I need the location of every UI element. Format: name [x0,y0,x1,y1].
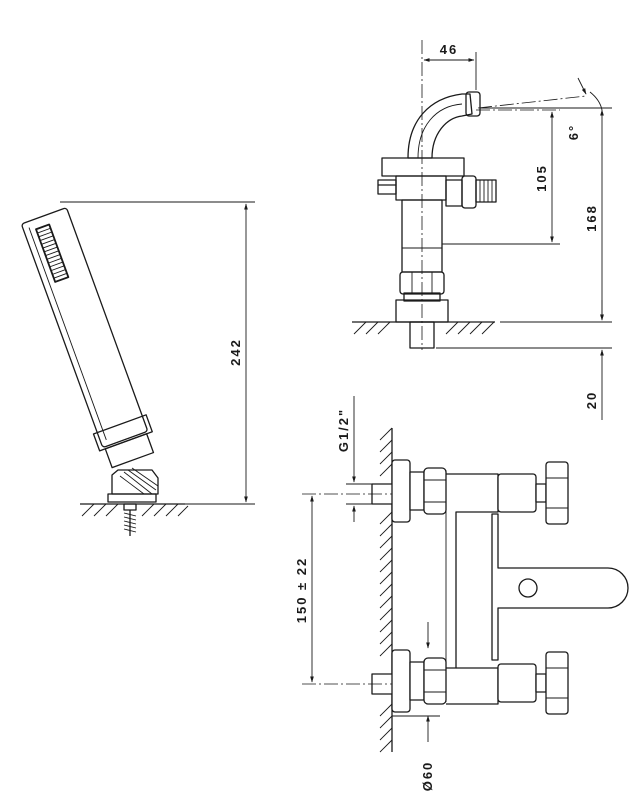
wall-mixer-view [302,396,629,753]
dim-centers: 150 ± 22 [294,557,309,624]
handshower-view [21,201,255,536]
dim-spout-angle: 6° [566,124,581,140]
dim-spout-height: 105 [534,164,549,192]
dim-total-height: 168 [584,204,599,232]
dim-handshower-length: 242 [228,338,243,366]
side-elevation-view [352,40,612,420]
dim-thread: G1/2" [336,408,351,452]
dim-spout-reach: 46 [440,42,458,57]
dim-flange-diameter: Ø60 [420,761,435,792]
dim-base-thickness: 20 [584,391,599,409]
